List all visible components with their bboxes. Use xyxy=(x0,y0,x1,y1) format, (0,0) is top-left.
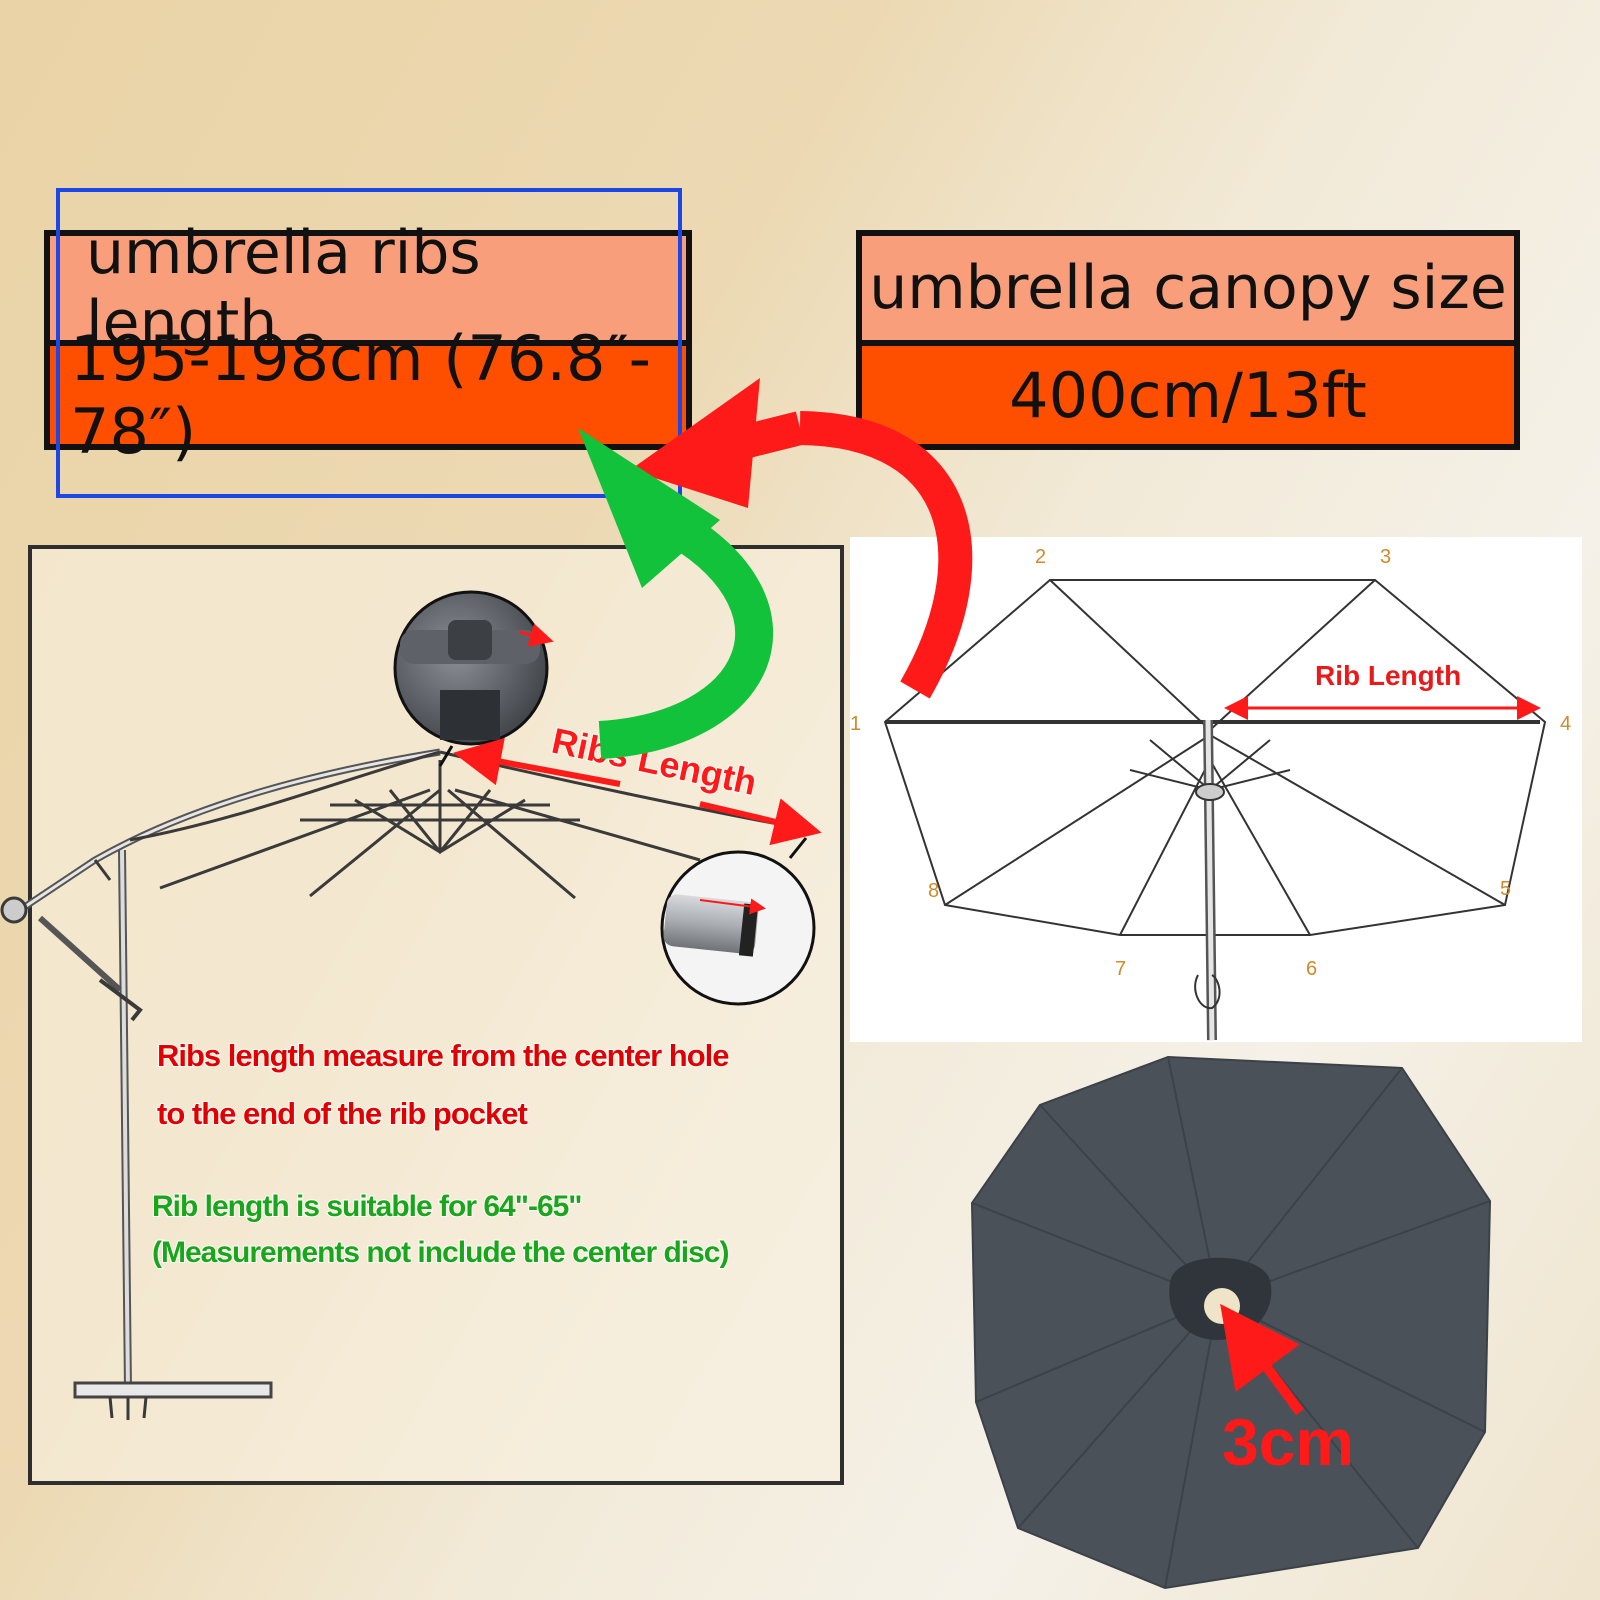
highlight-frame xyxy=(56,188,682,498)
suitability-note-line2: (Measurements not include the center dis… xyxy=(151,1235,730,1270)
ribs-length-table: umbrella ribs length 195-198cm (76.8″- 7… xyxy=(44,218,692,468)
frame-diagram-panel xyxy=(850,537,1582,1042)
measure-note-line1: Ribs length measure from the center hole xyxy=(156,1037,731,1074)
canopy-size-table: umbrella canopy size 400cm/13ft xyxy=(856,230,1520,450)
cantilever-diagram-panel xyxy=(28,545,844,1485)
measure-note-line2: to the end of the rib pocket xyxy=(156,1095,529,1132)
canopy-size-value: 400cm/13ft xyxy=(862,346,1514,444)
canopy-size-title: umbrella canopy size xyxy=(862,236,1514,340)
suitability-note-line1: Rib length is suitable for 64"-65" xyxy=(151,1189,584,1224)
hole-arrow xyxy=(1220,1303,1305,1415)
canopy-photo xyxy=(970,1055,1492,1590)
hole-size-label: 3cm xyxy=(1222,1405,1354,1479)
